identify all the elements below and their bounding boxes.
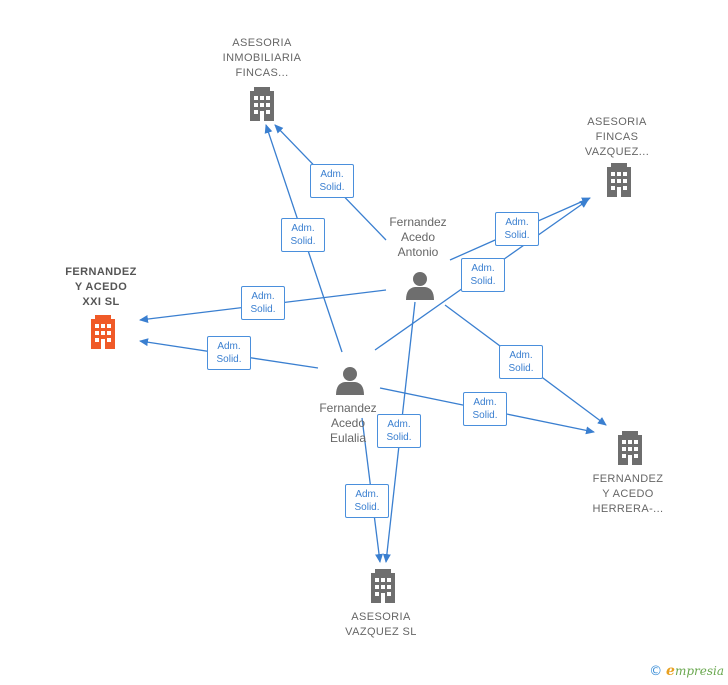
building-icon[interactable] <box>607 163 631 197</box>
node-label-line: Y ACEDO <box>602 488 654 500</box>
edge-label-p2-c1[interactable]: Adm. Solid. <box>281 218 325 252</box>
brand-name: mpresia <box>674 664 724 678</box>
node-label-line: XXI SL <box>82 296 120 308</box>
edge-label-line2: Solid. <box>354 502 380 513</box>
node-label-line: Fernandez <box>319 401 377 415</box>
node-label-line: Fernandez <box>389 215 447 229</box>
node-label-line: FINCAS <box>595 131 639 143</box>
edge-label-line2: Solid. <box>216 354 242 365</box>
edge-label-p1-c2[interactable]: Adm. Solid. <box>495 212 539 246</box>
edge-label-p1-c4[interactable]: Adm. Solid. <box>499 345 543 379</box>
building-icon[interactable] <box>618 431 642 465</box>
edge-label-line1: Adm. <box>505 217 529 228</box>
edge-label-line2: Solid. <box>386 432 412 443</box>
node-label-line: ASESORIA <box>587 116 647 128</box>
edge-label-line1: Adm. <box>471 263 495 274</box>
edge-label-p1-c5[interactable]: Adm. Solid. <box>377 414 421 448</box>
edge-label-line2: Solid. <box>290 236 316 247</box>
edge-label-line1: Adm. <box>251 291 275 302</box>
node-label-line: ASESORIA <box>351 611 411 623</box>
edge-label-line1: Adm. <box>509 350 533 361</box>
edge-label-line1: Adm. <box>217 341 241 352</box>
node-label-line: Eulalia <box>329 431 367 445</box>
node-label-c3[interactable]: FERNANDEZ Y ACEDO XXI SL <box>65 265 136 310</box>
node-label-line: FERNANDEZ <box>65 266 137 278</box>
node-label-c2[interactable]: ASESORIA FINCAS VAZQUEZ... <box>585 115 649 160</box>
edge-label-line1: Adm. <box>320 169 344 180</box>
node-label-line: Acedo <box>400 230 436 244</box>
person-icon[interactable] <box>336 367 364 395</box>
building-icon[interactable] <box>250 87 274 121</box>
node-label-line: VAZQUEZ SL <box>345 626 417 638</box>
edge-label-line2: Solid. <box>508 363 534 374</box>
node-label-c1[interactable]: ASESORIA INMOBILIARIA FINCAS... <box>223 36 302 81</box>
node-label-line: INMOBILIARIA <box>222 52 302 64</box>
edge-label-p2-c4[interactable]: Adm. Solid. <box>463 392 507 426</box>
edge-label-line2: Solid. <box>319 182 345 193</box>
node-label-line: VAZQUEZ... <box>584 146 650 158</box>
footer-brand: © empresia <box>649 663 724 679</box>
edge-label-line1: Adm. <box>355 489 379 500</box>
node-label-c5[interactable]: ASESORIA VAZQUEZ SL <box>345 610 417 640</box>
building-icon[interactable] <box>371 569 395 603</box>
node-label-line: Y ACEDO <box>74 281 128 293</box>
node-label-line: HERRERA-... <box>592 503 664 515</box>
edge-label-line1: Adm. <box>473 397 497 408</box>
brand-logo-initial: e <box>666 663 675 679</box>
edge-label-line2: Solid. <box>504 230 530 241</box>
edge-label-line2: Solid. <box>250 304 276 315</box>
edge-label-p1-c1[interactable]: Adm. Solid. <box>310 164 354 198</box>
edge-label-p2-c3[interactable]: Adm. Solid. <box>207 336 251 370</box>
edge-label-line1: Adm. <box>387 419 411 430</box>
edge-label-p1-c3[interactable]: Adm. Solid. <box>241 286 285 320</box>
edge-label-line2: Solid. <box>470 276 496 287</box>
building-icon[interactable] <box>91 315 115 349</box>
edge-label-line2: Solid. <box>472 410 498 421</box>
edge-label-p2-c2[interactable]: Adm. Solid. <box>461 258 505 292</box>
node-label-line: Antonio <box>397 245 439 259</box>
node-label-line: ASESORIA <box>232 37 292 49</box>
node-label-line: FERNANDEZ <box>592 473 664 485</box>
node-label-c4[interactable]: FERNANDEZ Y ACEDO HERRERA-... <box>592 472 663 517</box>
edge-label-p2-c5[interactable]: Adm. Solid. <box>345 484 389 518</box>
copyright-icon: © <box>649 664 663 679</box>
person-icon[interactable] <box>406 272 434 300</box>
node-label-line: Acedo <box>330 416 366 430</box>
node-label-line: FINCAS... <box>235 67 289 79</box>
edge-label-line1: Adm. <box>291 223 315 234</box>
